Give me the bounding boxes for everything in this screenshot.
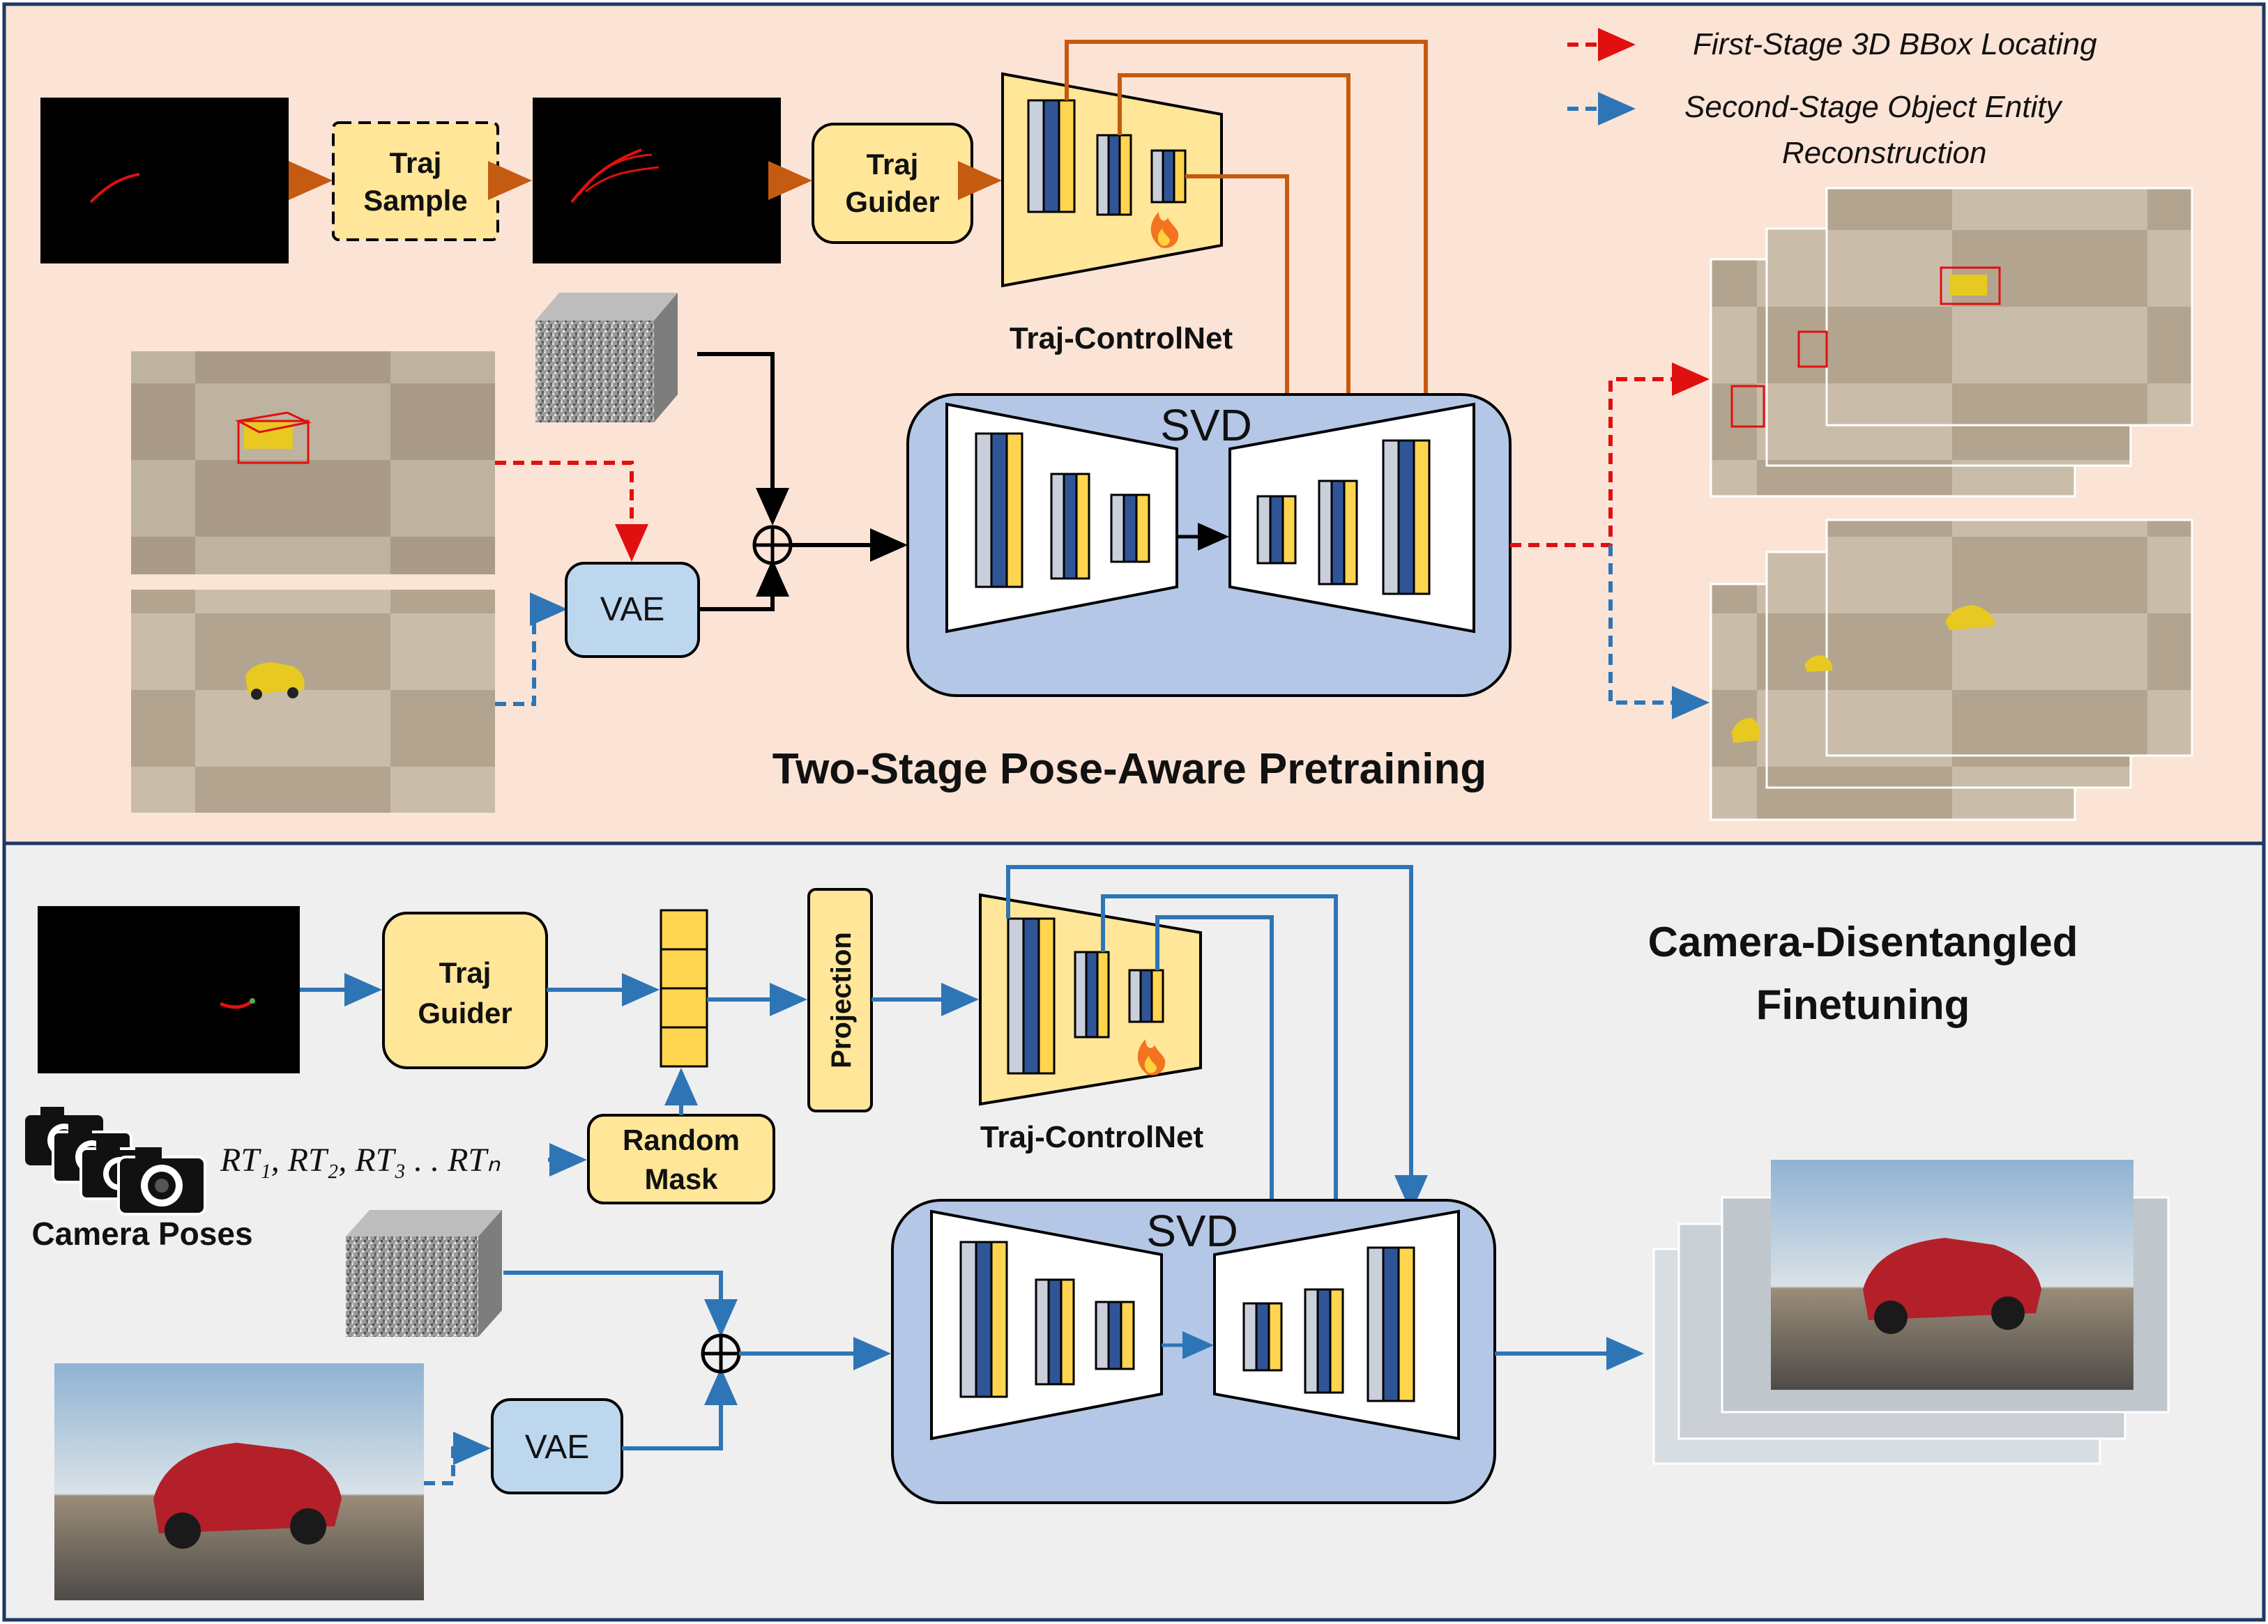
trajectory-image-sampled bbox=[533, 98, 781, 263]
fire-icon bbox=[1150, 212, 1179, 248]
noise-cube-icon bbox=[535, 293, 678, 422]
projection-label: Projection bbox=[826, 932, 857, 1068]
trajectory-image-bottom bbox=[38, 906, 300, 1073]
legend: First-Stage 3D BBox Locating Second-Stag… bbox=[1567, 27, 2097, 170]
vae-label-top: VAE bbox=[600, 591, 664, 628]
noise-cube-icon bbox=[346, 1210, 502, 1337]
vae-box-bottom: VAE bbox=[491, 1398, 623, 1494]
random-mask-box: Random Mask bbox=[587, 1114, 775, 1204]
traj-controlnet-top bbox=[1001, 72, 1223, 288]
traj-guider-label-1: Traj bbox=[867, 148, 919, 181]
feature-token-stack bbox=[660, 909, 708, 1068]
vae-label-bottom: VAE bbox=[525, 1429, 589, 1466]
legend-blue-label-1: Second-Stage Object Entity bbox=[1684, 90, 2064, 124]
traj-sample-label-1: Traj bbox=[390, 146, 442, 179]
rt-formula: RT₁, RT₂, RT₃ . . RTₙ bbox=[220, 1142, 501, 1179]
output-frames-car bbox=[1710, 519, 2193, 821]
traj-controlnet-label-bottom: Traj-ControlNet bbox=[980, 1120, 1204, 1154]
svd-block-top: SVD bbox=[906, 393, 1512, 697]
svd-block-bottom: SVD bbox=[891, 1199, 1496, 1504]
camera-poses-label: Camera Poses bbox=[31, 1216, 252, 1252]
output-frames-car-photo bbox=[1652, 1160, 2170, 1465]
legend-blue-label-2: Reconstruction bbox=[1782, 136, 1986, 170]
circled-plus-icon bbox=[701, 1333, 741, 1374]
traj-sample-box: Traj Sample bbox=[332, 121, 499, 241]
scene-image-car bbox=[131, 590, 495, 813]
traj-guider-box-bottom: Traj Guider bbox=[382, 912, 548, 1069]
car-photo-input bbox=[54, 1363, 424, 1600]
scene-image-bbox bbox=[131, 351, 495, 574]
vae-box-top: VAE bbox=[565, 562, 700, 658]
traj-controlnet-bottom bbox=[979, 893, 1202, 1106]
traj-guider-box-top: Traj Guider bbox=[812, 123, 973, 244]
traj-guider-bottom-label-2: Guider bbox=[418, 997, 512, 1029]
trajectory-image-input bbox=[40, 98, 289, 263]
projection-box: Projection bbox=[807, 888, 873, 1112]
camera-stack-icon bbox=[25, 1107, 206, 1216]
pretraining-title: Two-Stage Pose-Aware Pretraining bbox=[773, 745, 1486, 793]
finetuning-title-1: Camera-Disentangled bbox=[1648, 919, 2078, 965]
output-frames-bbox bbox=[1710, 187, 2193, 498]
traj-sample-label-2: Sample bbox=[363, 184, 467, 217]
svd-label-bottom: SVD bbox=[1146, 1206, 1238, 1256]
finetuning-title-2: Finetuning bbox=[1756, 981, 1970, 1028]
traj-controlnet-label-top: Traj-ControlNet bbox=[1010, 321, 1233, 355]
traj-guider-label-2: Guider bbox=[845, 185, 939, 218]
random-mask-label-2: Mask bbox=[644, 1163, 718, 1195]
svd-label-top: SVD bbox=[1160, 400, 1252, 450]
random-mask-label-1: Random bbox=[623, 1124, 740, 1156]
traj-guider-bottom-label-1: Traj bbox=[439, 956, 492, 989]
fire-icon bbox=[1137, 1039, 1166, 1075]
legend-red-label: First-Stage 3D BBox Locating bbox=[1693, 27, 2097, 61]
circled-plus-icon bbox=[752, 525, 793, 565]
